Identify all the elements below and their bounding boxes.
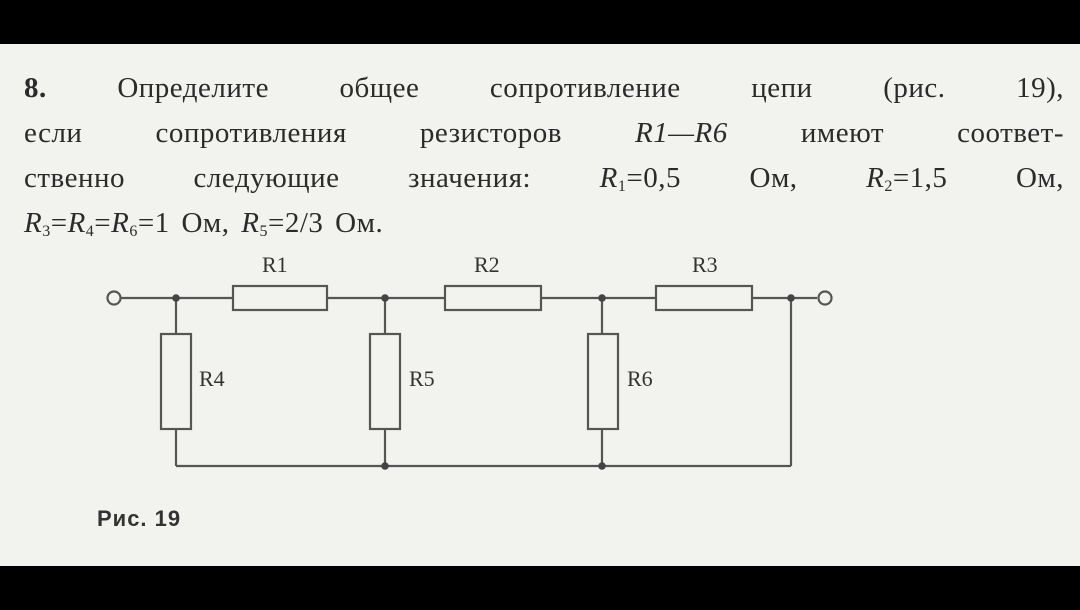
r5-value: =2/3 Ом. — [268, 207, 384, 239]
r2-value: =1,5 Ом, — [892, 162, 1064, 194]
label-r1: R1 — [262, 252, 288, 277]
r1-symbol: R — [599, 162, 618, 194]
resistor-r4 — [159, 332, 193, 431]
junction-dot — [381, 462, 389, 470]
label-r4: R4 — [199, 366, 225, 391]
problem-number: 8. — [24, 72, 47, 104]
resistor-r1 — [231, 284, 329, 312]
label-r6: R6 — [627, 366, 653, 391]
junction-dot — [172, 294, 180, 302]
problem-line-2-pre: если сопротивления резисторов — [24, 117, 636, 149]
problem-line-1-text: Определите общее сопротивление цепи (рис… — [117, 72, 1064, 104]
label-r3: R3 — [692, 252, 718, 277]
resistor-r2 — [443, 284, 543, 312]
circuit-diagram: R1 R2 R3 R4 R5 R6 — [106, 252, 833, 470]
problem-line-2: если сопротивления резисторов R1—R6 имею… — [24, 111, 1064, 156]
problem-line-4: R3=R4=R6=1 Ом, R5=2/3 Ом. — [24, 201, 1064, 246]
junction-dot — [598, 462, 606, 470]
r1-value: =0,5 Ом, — [626, 162, 867, 194]
r4-subscript: 4 — [85, 223, 95, 240]
figure-caption: Рис. 19 — [97, 506, 182, 531]
problem-line-3-pre: ственно следующие значения: — [24, 162, 600, 194]
r5-symbol: R — [241, 207, 260, 239]
r2-symbol: R — [866, 162, 885, 194]
resistor-r3 — [654, 284, 754, 312]
r2-subscript: 2 — [884, 178, 893, 195]
r6-subscript: 6 — [129, 223, 138, 240]
r346-value: =1 Ом, — [137, 207, 242, 239]
label-r5: R5 — [409, 366, 435, 391]
problem-line-1: 8. Определите общее сопротивление цепи (… — [24, 66, 1064, 111]
r1-subscript: 1 — [617, 178, 627, 195]
terminal-left — [106, 290, 122, 306]
label-r2: R2 — [474, 252, 500, 277]
equals-sign: = — [94, 207, 112, 239]
r3-subscript: 3 — [42, 223, 51, 240]
junction-dot — [381, 294, 389, 302]
resistor-range: R1—R6 — [635, 117, 728, 149]
junction-dot — [787, 294, 795, 302]
problem-text: 8. Определите общее сопротивление цепи (… — [24, 66, 1064, 246]
r6-symbol: R — [111, 207, 130, 239]
problem-line-3: ственно следующие значения: R1=0,5 Ом, R… — [24, 156, 1064, 201]
r5-subscript: 5 — [259, 223, 268, 240]
r4-symbol: R — [67, 207, 86, 239]
textbook-page: 8. Определите общее сопротивление цепи (… — [0, 44, 1080, 566]
junction-dot — [598, 294, 606, 302]
equals-sign: = — [50, 207, 68, 239]
resistor-r6 — [586, 332, 620, 431]
r3-symbol: R — [24, 207, 43, 239]
resistor-r5 — [368, 332, 402, 431]
problem-line-2-post: имеют соответ- — [727, 117, 1064, 149]
terminal-right — [817, 290, 833, 306]
